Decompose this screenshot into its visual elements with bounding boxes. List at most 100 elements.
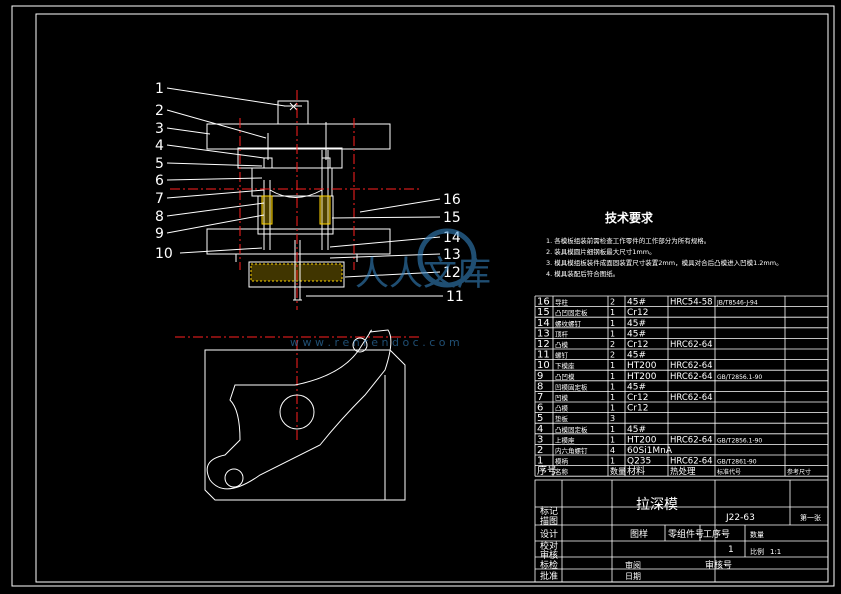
bom-cell-material: 45# bbox=[627, 382, 646, 392]
bom-cell-material: 45# bbox=[627, 425, 646, 435]
sheet-label: 第一张 bbox=[800, 513, 821, 522]
bom-cell-qty: 1 bbox=[610, 435, 615, 444]
bom-cell-qty: 1 bbox=[610, 382, 615, 391]
tb-label-5: 审核 bbox=[540, 549, 558, 561]
bom-cell-name: 内六角螺钉 bbox=[555, 446, 588, 455]
bom-cell-no: 2 bbox=[537, 445, 543, 456]
bom-header-std: 标准代号 bbox=[717, 468, 741, 476]
bom-header-material: 材料 bbox=[627, 465, 645, 477]
bom-cell-no: 5 bbox=[537, 413, 543, 424]
bom-cell-material: Cr12 bbox=[627, 404, 648, 414]
plan-view bbox=[204, 329, 406, 501]
bom-cell-heat: HRC62-64 bbox=[670, 340, 713, 350]
bom-cell-no: 15 bbox=[537, 307, 550, 318]
centerlines bbox=[170, 90, 420, 440]
bom-cell-qty: 2 bbox=[610, 298, 615, 307]
tb-label-4: 校对 bbox=[540, 540, 558, 552]
bom-cell-heat: HRC62-64 bbox=[670, 361, 713, 371]
bom-cell-material: Cr12 bbox=[627, 393, 648, 403]
bom-cell-material: Cr12 bbox=[627, 340, 648, 350]
callout-11: 11 bbox=[446, 289, 464, 305]
tb-label-2: 描图 bbox=[540, 515, 558, 527]
callout-12: 12 bbox=[443, 265, 461, 281]
watermark-text: 人人文库 bbox=[355, 254, 491, 294]
callout-7: 7 bbox=[155, 191, 164, 207]
bom-cell-no: 13 bbox=[537, 328, 550, 339]
bom-cell-heat: HRC62-64 bbox=[670, 435, 713, 445]
bom-cell-qty: 1 bbox=[610, 457, 615, 466]
bom-cell-name: 上模座 bbox=[555, 435, 575, 444]
tb-label-1: 标记 bbox=[540, 505, 558, 517]
bom-header-note: 参考尺寸 bbox=[787, 468, 811, 476]
tb-label-7: 批准 bbox=[540, 570, 558, 582]
bom-cell-name: 螺钉 bbox=[555, 351, 569, 360]
bom-cell-qty: 2 bbox=[610, 340, 615, 349]
upper-die-holder bbox=[206, 123, 391, 150]
lower-die-holder bbox=[206, 228, 391, 255]
bom-cell-name: 凸凹模 bbox=[555, 372, 575, 381]
bom-cell-heat: HRC62-64 bbox=[670, 393, 713, 403]
bottom-label: 审核号 bbox=[705, 559, 732, 571]
drawing-title: 拉深模 bbox=[636, 497, 678, 513]
bom-header-no: 序号 bbox=[537, 464, 557, 477]
callout-labels: 1 2 3 4 5 6 7 8 9 10 11 12 13 14 15 16 bbox=[155, 81, 464, 305]
bom-cell-no: 4 bbox=[537, 424, 543, 435]
callout-10: 10 bbox=[155, 246, 173, 262]
qty-value: 1 bbox=[728, 545, 734, 555]
bom-cell-qty: 1 bbox=[610, 425, 615, 434]
bom-cell-qty: 1 bbox=[610, 308, 615, 317]
callout-5: 5 bbox=[155, 156, 164, 172]
bom-cell-no: 9 bbox=[537, 371, 543, 382]
bom-cell-name: 凸凹固定板 bbox=[555, 308, 588, 317]
watermark-url: w w w . r e n r e n d o c . c o m bbox=[290, 336, 460, 349]
bom-cell-no: 12 bbox=[537, 339, 550, 350]
technical-requirements: 技术要求 1. 各模板组装前需检查工作零件的工作部分为所有规格。 2. 装具模圆… bbox=[546, 210, 783, 278]
callout-1: 1 bbox=[155, 81, 164, 97]
bom-cell-qty: 2 bbox=[610, 351, 615, 360]
tb-label-6: 标检 bbox=[540, 559, 558, 571]
bom-cell-no: 16 bbox=[537, 297, 550, 308]
bom-cell-qty: 1 bbox=[610, 404, 615, 413]
part-no-label: 零组件号 bbox=[668, 528, 704, 540]
bom-cell-name: 导柱 bbox=[555, 298, 569, 307]
bom-cell-qty: 4 bbox=[610, 446, 615, 455]
callout-3: 3 bbox=[155, 121, 164, 137]
bom-cell-material: Cr12 bbox=[627, 308, 648, 318]
process-no-label: 工序号 bbox=[703, 528, 730, 540]
tech-item-4: 4. 模具装配后符合图纸。 bbox=[546, 269, 619, 278]
qty-label: 数量 bbox=[750, 530, 764, 539]
bom-cell-std: JB/T8546-J-94 bbox=[716, 300, 758, 307]
bom-cell-material: HT200 bbox=[627, 361, 657, 371]
bom-cell-material: HT200 bbox=[627, 372, 657, 382]
bom-cell-material: 60Si1MnA bbox=[627, 446, 673, 456]
bom-header-heat: 热处理 bbox=[670, 466, 696, 477]
assembly-view bbox=[206, 100, 391, 301]
bom-cell-heat: HRC54-58 bbox=[670, 298, 713, 308]
bom-cell-name: 凸模 bbox=[555, 340, 569, 349]
bom-header-qty: 数量 bbox=[610, 466, 626, 476]
callout-16: 16 bbox=[443, 192, 461, 208]
callout-2: 2 bbox=[155, 103, 164, 119]
bom-cell-name: 凹模固定板 bbox=[555, 382, 588, 391]
leader-lines bbox=[166, 87, 443, 297]
bom-header-name: 名称 bbox=[555, 467, 569, 476]
bom-cell-name: 下模座 bbox=[555, 361, 575, 370]
bom-cell-name: 凸模固定板 bbox=[555, 425, 588, 434]
bom-cell-no: 11 bbox=[537, 350, 550, 361]
bom-cell-name: 模柄 bbox=[555, 457, 569, 466]
bom-cell-material: Q235 bbox=[627, 457, 651, 467]
tech-item-1: 1. 各模板组装前需检查工作零件的工作部分为所有规格。 bbox=[546, 236, 710, 245]
scale-label: 比例 bbox=[750, 547, 764, 556]
title-block bbox=[534, 479, 829, 583]
bom-cell-material: 45# bbox=[627, 319, 646, 329]
watermark: 人人文库 w w w . r e n r e n d o c . c o m bbox=[290, 228, 491, 349]
bom-cell-no: 10 bbox=[537, 360, 550, 371]
callout-13: 13 bbox=[443, 247, 461, 263]
bom-cell-name: 垫板 bbox=[555, 414, 569, 423]
bom-cell-no: 1 bbox=[537, 456, 543, 467]
tb-label-3: 设计 bbox=[540, 528, 558, 540]
callout-15: 15 bbox=[443, 210, 461, 226]
